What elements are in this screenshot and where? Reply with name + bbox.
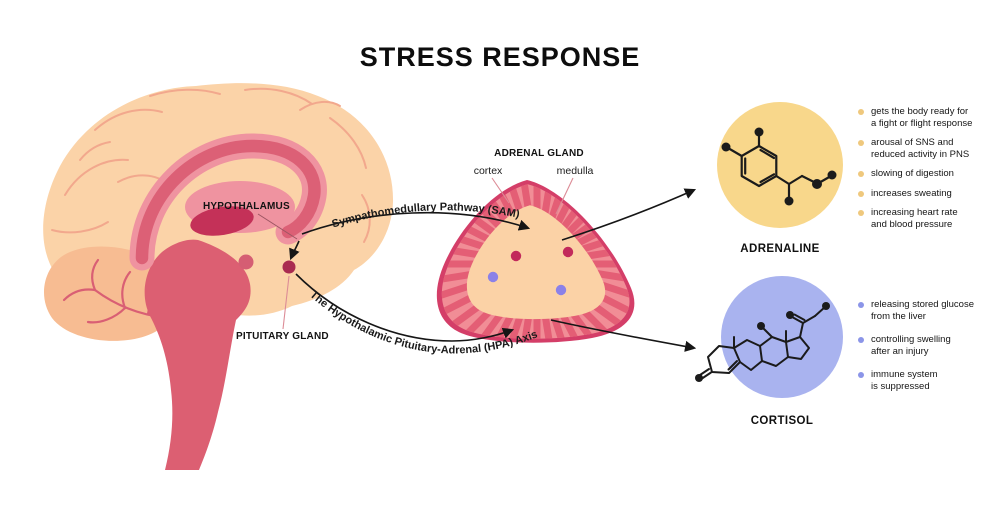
- mammillary-body: [238, 254, 254, 270]
- cortex-to-cortisol-arrow: [550, 319, 697, 352]
- adrenal-gland-label: ADRENAL GLAND: [494, 148, 584, 159]
- effect-text: increases sweating: [871, 187, 952, 199]
- bullet-dot: [858, 140, 864, 146]
- brain-illustration: [43, 83, 394, 470]
- page-title: STRESS RESPONSE: [359, 42, 641, 72]
- effect-text: slowing of digestion: [871, 168, 954, 179]
- brain-stem: [144, 239, 251, 470]
- adrenaline-molecule: [721, 127, 837, 206]
- hypothalamus-leader-line: [257, 213, 298, 240]
- cortisol-molecule: [695, 302, 830, 382]
- cortisol-circle-group: [695, 276, 843, 398]
- bullet-dot: [858, 302, 864, 308]
- effect-text: gets the body ready for a fight or fligh…: [871, 106, 973, 129]
- adrenaline-circle: [717, 102, 843, 228]
- gland-medulla: [466, 205, 606, 320]
- hpa-axis-arrow: [295, 273, 515, 342]
- cortisol-dot: [555, 284, 567, 296]
- sam-pathway-arrow: [301, 211, 531, 235]
- effect-text: releasing stored glucose from the liver: [871, 299, 974, 322]
- pituitary-gland-label: PITUITARY GLAND: [236, 331, 329, 342]
- medulla-leader-line: [555, 177, 574, 215]
- cortisol-effects-list: releasing stored glucose from the liver …: [858, 299, 990, 404]
- adrenal-gland-illustration: [436, 177, 635, 343]
- effect-item: increases sweating: [858, 188, 990, 200]
- hypothalamus-label: HYPOTHALAMUS: [203, 201, 290, 212]
- adrenaline-dot: [562, 246, 574, 258]
- cortisol-label: CORTISOL: [750, 415, 814, 427]
- hypothalamus-shape: [190, 206, 254, 236]
- brain-gyri-lines: [51, 87, 371, 243]
- adrenaline-circle-group: [717, 102, 843, 228]
- adrenaline-dot: [510, 250, 522, 262]
- effect-item: gets the body ready for a fight or fligh…: [858, 106, 990, 129]
- medulla-to-adrenaline-arrow: [561, 188, 697, 241]
- effect-item: slowing of digestion: [858, 168, 990, 180]
- pituitary-gland-dot: [282, 260, 296, 274]
- effect-item: releasing stored glucose from the liver: [858, 299, 990, 322]
- pituitary-leader-line: [282, 275, 290, 330]
- cortisol-dot: [487, 271, 499, 283]
- effect-item: arousal of SNS and reduced activity in P…: [858, 137, 990, 160]
- bullet-dot: [858, 109, 864, 115]
- adrenaline-effects-list: gets the body ready for a fight or fligh…: [858, 106, 990, 238]
- bullet-dot: [858, 372, 864, 378]
- effect-text: controlling swelling after an injury: [871, 334, 951, 357]
- effect-item: immune system is suppressed: [858, 369, 990, 392]
- bullet-dot: [858, 210, 864, 216]
- cortisol-circle: [721, 276, 843, 398]
- medulla-label: medulla: [556, 165, 594, 177]
- adrenaline-label: ADRENALINE: [740, 243, 820, 255]
- effect-text: arousal of SNS and reduced activity in P…: [871, 137, 970, 160]
- cortex-leader-line: [491, 177, 510, 204]
- hypothalamus-to-pituitary-arrow: [289, 240, 300, 261]
- cortex-label: cortex: [473, 165, 503, 177]
- corpus-callosum-inner: [135, 139, 321, 265]
- effect-text: immune system is suppressed: [871, 369, 938, 392]
- bullet-dot: [858, 337, 864, 343]
- bullet-dot: [858, 190, 864, 197]
- bullet-dot: [858, 171, 864, 177]
- effect-text: increasing heart rate and blood pressure: [871, 207, 958, 230]
- effect-item: controlling swelling after an injury: [858, 334, 990, 357]
- effect-item: increasing heart rate and blood pressure: [858, 207, 990, 230]
